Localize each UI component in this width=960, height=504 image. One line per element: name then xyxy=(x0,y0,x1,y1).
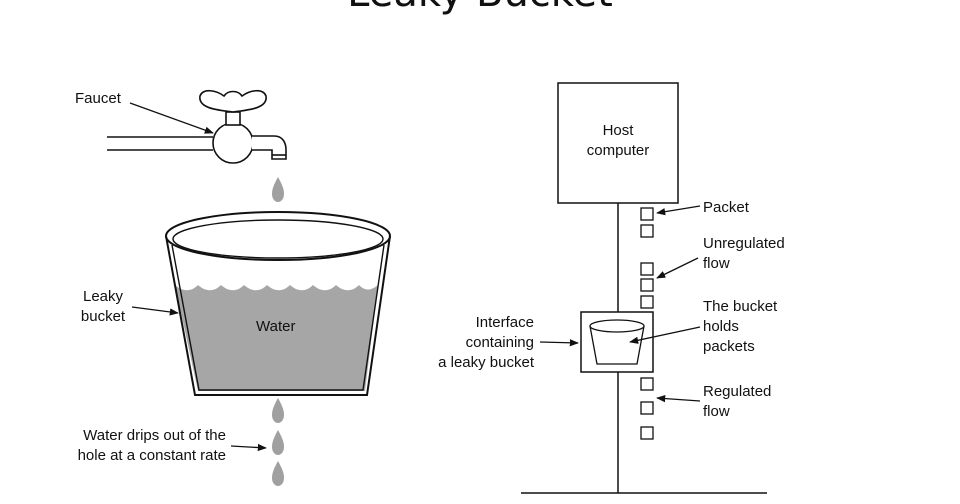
packet xyxy=(640,295,654,309)
packet xyxy=(640,224,654,238)
faucet-icon xyxy=(107,89,287,164)
leaky-bucket-label: Leaky bucket xyxy=(80,288,126,325)
water-label: Water xyxy=(256,318,296,335)
host-computer-box xyxy=(557,82,679,204)
bucket-holds-label: The bucket holds packets xyxy=(703,298,778,355)
small-bucket-icon xyxy=(589,319,645,365)
host-computer-label: Host computer xyxy=(586,122,650,159)
bucket-holds-arrow xyxy=(629,326,701,344)
bucket-icon xyxy=(165,211,391,396)
regulated-flow-label: Regulated flow xyxy=(703,383,772,420)
faucet-label: Faucet xyxy=(75,90,121,107)
water-drop-icon xyxy=(272,398,284,423)
regulated-flow-arrow xyxy=(656,394,701,403)
packet xyxy=(640,377,654,391)
packet xyxy=(640,262,654,276)
packet-label: Packet xyxy=(703,199,749,216)
drip-arrow xyxy=(230,443,267,452)
water-drop-icon xyxy=(272,430,284,455)
interface-arrow xyxy=(539,339,579,347)
packet-arrow xyxy=(656,205,701,216)
water-drop-icon xyxy=(272,461,284,486)
leaky-bucket-arrow xyxy=(131,306,179,316)
unregulated-flow-arrow xyxy=(656,257,699,279)
unregulated-flow-label: Unregulated flow xyxy=(703,235,785,272)
packet xyxy=(640,426,654,440)
drips-label: Water drips out of the hole at a constan… xyxy=(77,427,226,464)
water-drop-icon xyxy=(272,177,284,202)
faucet-arrow xyxy=(129,102,214,134)
packet xyxy=(640,278,654,292)
packet xyxy=(640,401,654,415)
interface-label: Interface containing a leaky bucket xyxy=(438,314,534,371)
slide-title: Leaky Bucket xyxy=(0,0,960,16)
packet xyxy=(640,207,654,221)
